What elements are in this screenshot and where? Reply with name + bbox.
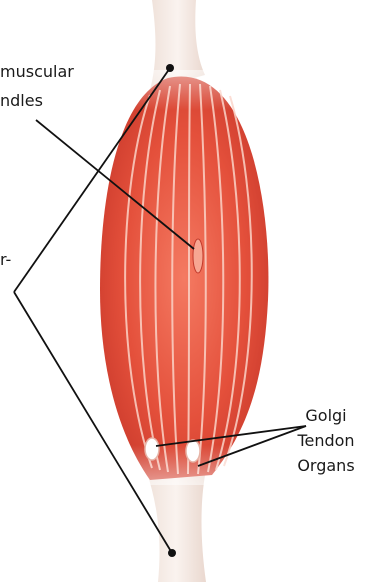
golgi-label-line1: Golgi (280, 403, 372, 428)
left-cut-label: r- (0, 249, 11, 270)
dot-upper (166, 64, 174, 72)
muscle-spindles-label-line1: muscular (0, 61, 74, 82)
golgi-label-line3: Organs (280, 453, 372, 478)
muscle-spindles-label-line2: ndles (0, 90, 43, 111)
dot-lower (168, 549, 176, 557)
muscle-spindle (193, 239, 203, 273)
golgi-tendon-organ-right (186, 440, 200, 462)
golgi-tendon-organs-label: Golgi Tendon Organs (280, 403, 372, 478)
golgi-tendon-organ-left (145, 438, 159, 460)
golgi-label-line2: Tendon (280, 428, 372, 453)
muscle-belly (100, 70, 280, 485)
